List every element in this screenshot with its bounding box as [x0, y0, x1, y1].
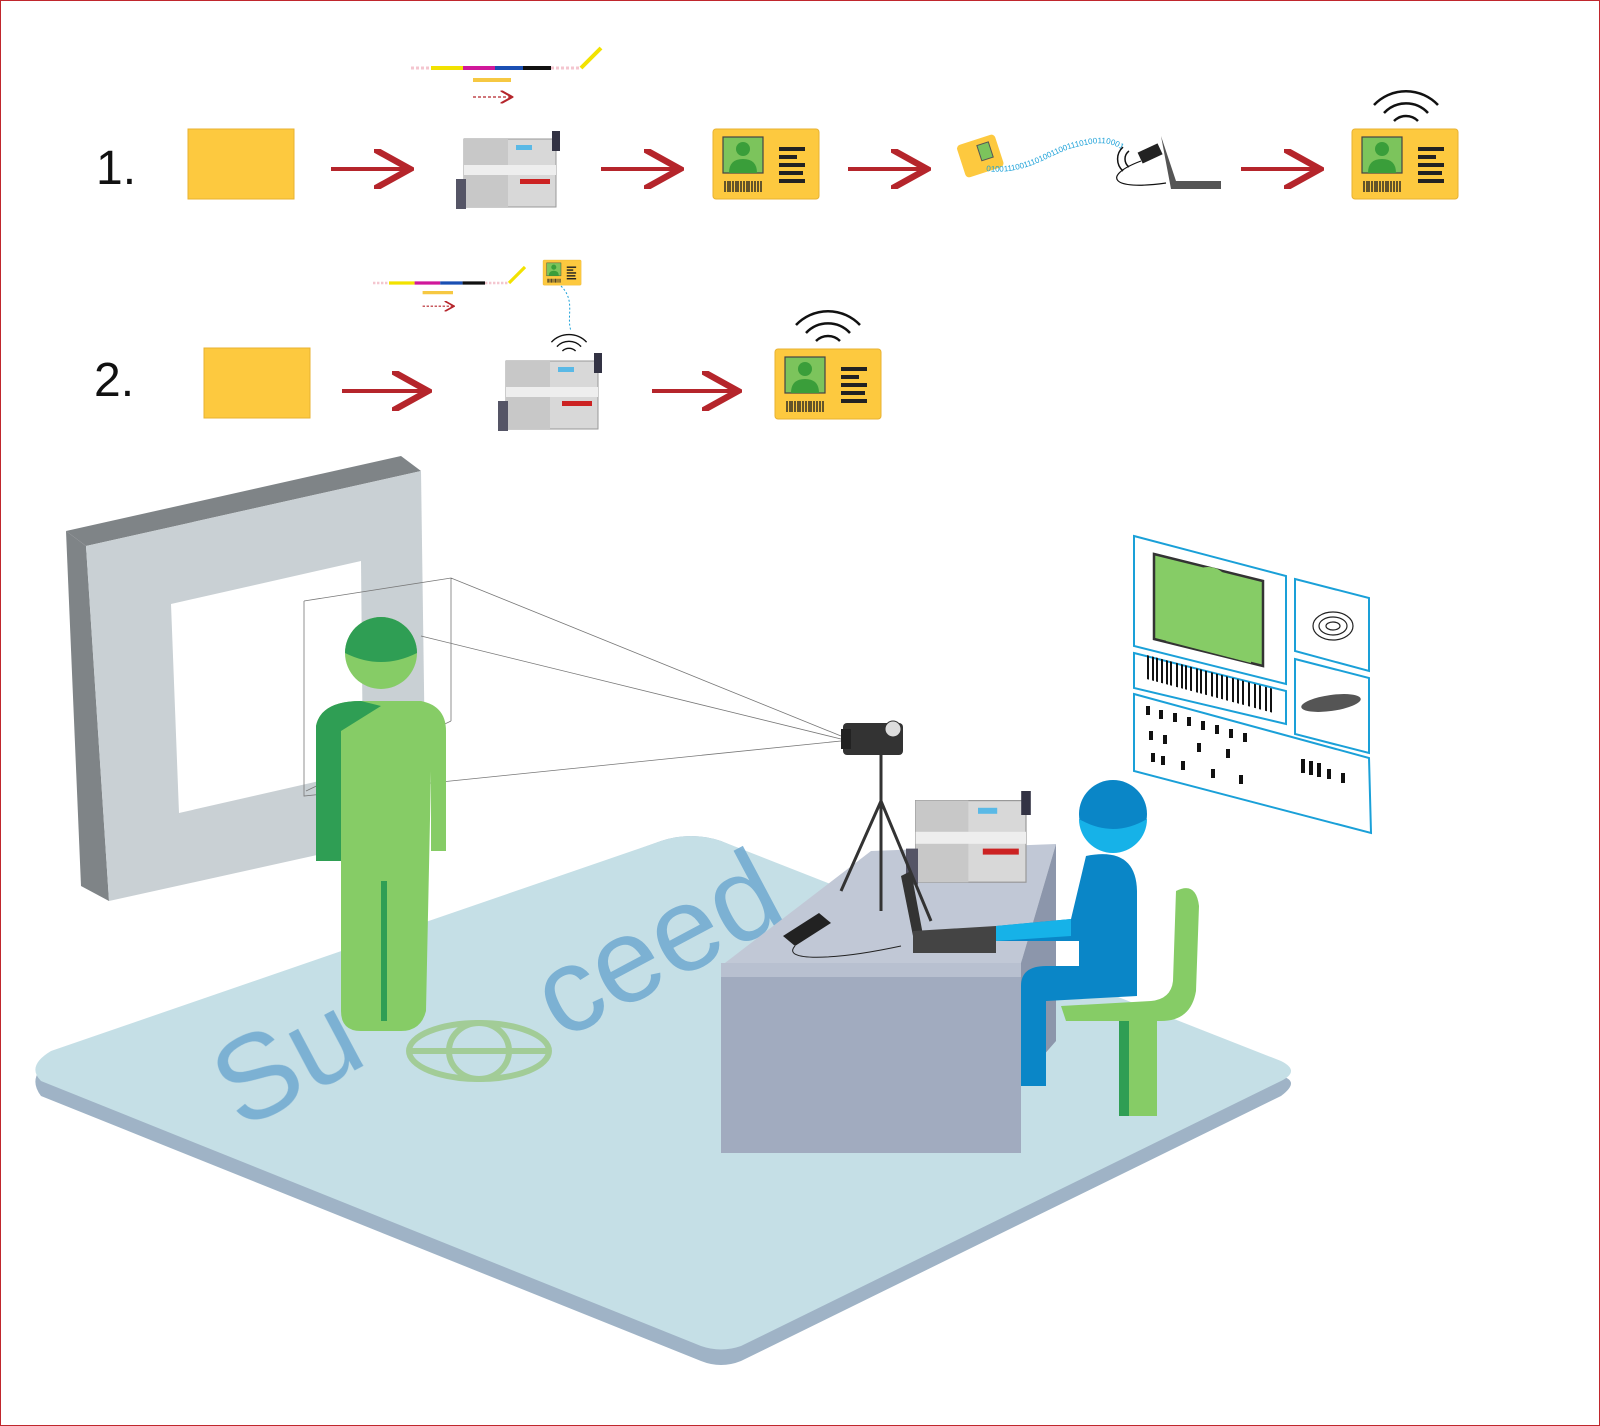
laptop — [901, 871, 996, 953]
signature-icon — [1301, 694, 1361, 712]
wireless-icon — [794, 309, 862, 343]
desk-card-printer — [905, 790, 1032, 886]
contactless-card-2 — [774, 348, 882, 420]
camera-tripod — [839, 720, 933, 922]
card-printer-2 — [497, 352, 603, 432]
small-id-card-icon — [542, 259, 582, 286]
id-data-panel — [1133, 534, 1373, 835]
wireless-icon — [1372, 89, 1440, 123]
chip-card-icon — [957, 134, 1004, 178]
blank-card-1 — [187, 128, 295, 200]
card-printer-1 — [455, 130, 561, 210]
barcode-icon — [1147, 655, 1272, 713]
chair — [1061, 888, 1199, 1116]
step-2-label: 2. — [94, 354, 135, 407]
wireless-icon — [550, 333, 588, 352]
camera-field-lines — [303, 577, 842, 797]
fingerprint-icon — [1312, 611, 1354, 641]
data-dots — [1146, 706, 1345, 784]
encoder-laptop-icon — [1116, 136, 1221, 189]
color-ribbon-icon — [411, 48, 601, 97]
card-reader — [783, 913, 902, 958]
standing-person — [316, 617, 446, 1031]
blank-card-2 — [203, 347, 311, 419]
color-ribbon-icon — [373, 267, 525, 306]
contactless-card-1 — [1351, 128, 1459, 200]
printed-id-card-1 — [712, 128, 820, 200]
seated-operator — [996, 780, 1147, 1086]
step-1-label: 1. — [96, 142, 137, 195]
